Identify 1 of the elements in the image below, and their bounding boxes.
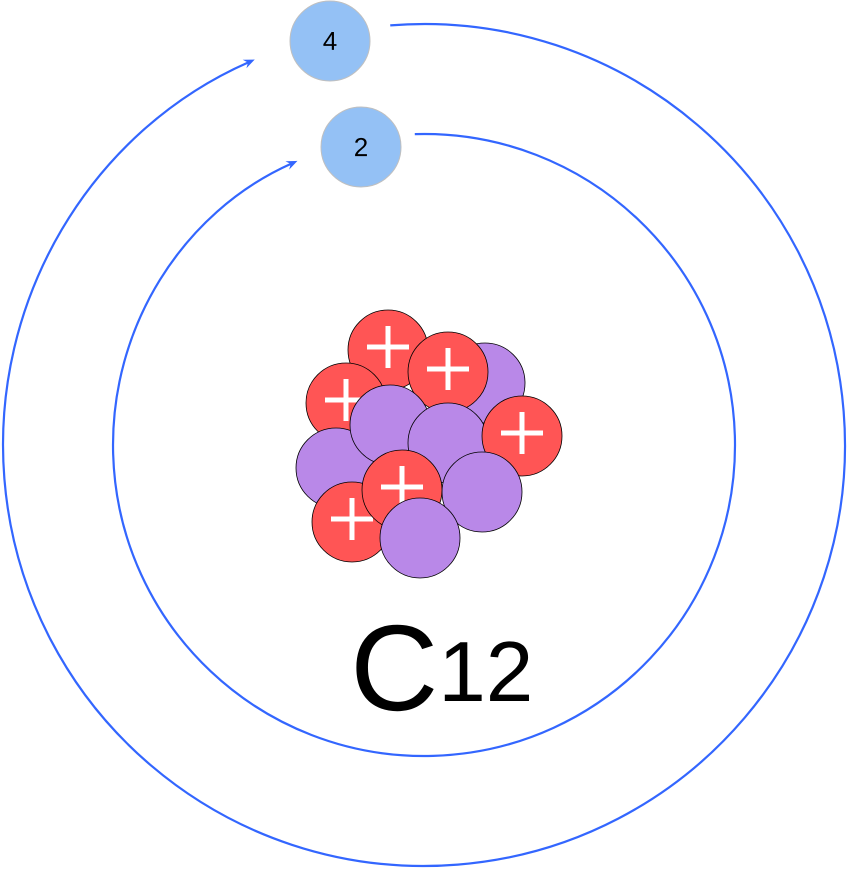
element-symbol: C$^{12}$ [356, 624, 529, 712]
